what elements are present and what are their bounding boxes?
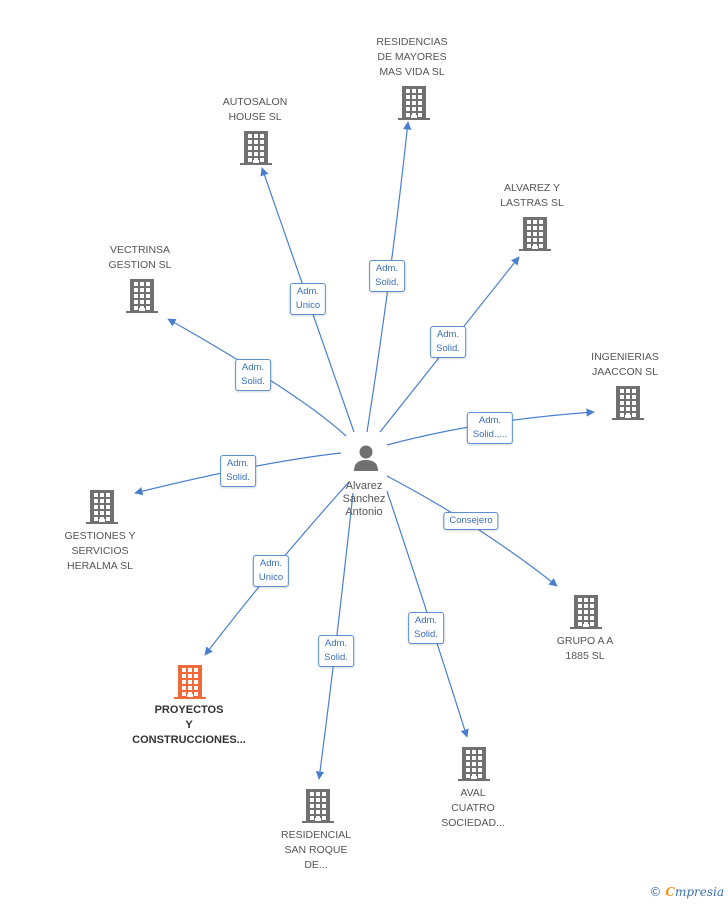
role-line: Solid.,... <box>472 429 508 440</box>
role-line: Adm. <box>241 362 265 373</box>
brand-name: mpresia <box>674 885 724 899</box>
company-label-proyectos[interactable]: PROYECTOS Y CONSTRUCCIONES... <box>132 703 246 748</box>
company-label-line: HERALMA SL <box>67 560 133 572</box>
role-label-alvarez: Adm. Solid. <box>430 326 466 358</box>
company-label-line: AVAL <box>460 787 486 799</box>
company-label-line: INGENIERIAS <box>591 351 659 363</box>
building-icon[interactable] <box>240 131 272 170</box>
building-icon[interactable] <box>398 86 430 125</box>
role-line: Solid. <box>375 277 399 288</box>
person-icon[interactable] <box>352 444 380 477</box>
person-label-line: Antonio <box>345 506 383 518</box>
edge-vectrinsa <box>167 318 347 437</box>
company-label-line: Y <box>185 719 193 731</box>
role-label-autosalon: Adm. Unico <box>289 283 327 315</box>
company-label-grupo[interactable]: GRUPO A A 1885 SL <box>557 634 614 664</box>
company-label-line: DE MAYORES <box>377 51 447 63</box>
brand-initial: C <box>665 885 675 899</box>
role-label-ingenierias: Adm. Solid.,... <box>466 412 514 444</box>
company-label-line: JAACCON SL <box>592 366 658 378</box>
role-line: Solid. <box>414 629 438 640</box>
role-label-residencias: Adm. Solid. <box>369 260 405 292</box>
role-label-vectrinsa: Adm. Solid. <box>235 359 271 391</box>
building-icon[interactable] <box>86 490 118 529</box>
building-icon[interactable] <box>519 217 551 256</box>
company-label-line: LASTRAS SL <box>500 197 564 209</box>
building-icon[interactable] <box>302 789 334 828</box>
footer-brand: ©Cmpresia <box>649 885 724 899</box>
company-label-vectrinsa[interactable]: VECTRINSA GESTION SL <box>108 243 171 273</box>
role-label-heralma: Adm. Solid. <box>220 455 256 487</box>
role-line: Adm. <box>259 558 283 569</box>
company-label-heralma[interactable]: GESTIONES Y SERVICIOS HERALMA SL <box>65 529 136 574</box>
company-label-line: DE... <box>304 859 328 871</box>
copyright-icon: © <box>649 885 662 899</box>
company-label-line: MAS VIDA SL <box>379 66 445 78</box>
role-line: Adm. <box>478 415 502 426</box>
edge-autosalon <box>260 167 355 433</box>
company-label-line: 1885 SL <box>565 650 605 662</box>
role-label-aval: Adm. Solid. <box>408 612 444 644</box>
company-label-line: RESIDENCIAS <box>376 36 448 48</box>
company-label-residencias[interactable]: RESIDENCIAS DE MAYORES MAS VIDA SL <box>376 35 447 80</box>
company-label-line: GRUPO A A <box>556 635 614 647</box>
role-line: Adm. <box>324 638 348 649</box>
company-label-line: GESTIONES Y <box>64 530 136 542</box>
company-label-aval[interactable]: AVAL CUATRO SOCIEDAD... <box>441 786 505 831</box>
person-label-line: Sanchez <box>342 493 386 505</box>
role-line: Solid. <box>241 376 265 387</box>
role-line: Unico <box>295 300 321 311</box>
role-line: Unico <box>258 572 284 583</box>
company-label-ingenierias[interactable]: INGENIERIAS JAACCON SL <box>591 350 659 380</box>
role-line: Solid. <box>226 472 250 483</box>
company-label-line: SOCIEDAD... <box>441 817 505 829</box>
company-label-line: GESTION SL <box>108 259 172 271</box>
company-label-line: HOUSE SL <box>228 111 282 123</box>
building-icon[interactable] <box>174 665 206 704</box>
building-icon[interactable] <box>126 279 158 318</box>
person-label-line: Alvarez <box>345 480 383 492</box>
company-label-autosalon[interactable]: AUTOSALON HOUSE SL <box>223 95 288 125</box>
company-label-line: SAN ROQUE <box>284 844 348 856</box>
building-icon[interactable] <box>612 386 644 425</box>
company-label-line: CUATRO <box>451 802 495 814</box>
company-label-line: VECTRINSA <box>109 244 171 256</box>
role-label-grupo: Consejero <box>443 512 499 530</box>
role-line: Solid. <box>324 652 348 663</box>
company-label-line: CONSTRUCCIONES... <box>132 734 246 746</box>
company-label-residencial[interactable]: RESIDENCIAL SAN ROQUE DE... <box>281 828 351 873</box>
role-label-residencial: Adm. Solid. <box>318 635 354 667</box>
company-label-line: ALVAREZ Y <box>503 182 561 194</box>
role-line: Adm. <box>375 263 399 274</box>
company-label-line: RESIDENCIAL <box>280 829 352 841</box>
role-line: Adm. <box>296 286 320 297</box>
role-line: Adm. <box>414 615 438 626</box>
role-line: Adm. <box>436 329 460 340</box>
company-label-line: AUTOSALON <box>222 96 288 108</box>
role-line: Adm. <box>226 458 250 469</box>
building-icon[interactable] <box>570 595 602 634</box>
company-label-line: PROYECTOS <box>154 704 224 716</box>
building-icon[interactable] <box>458 747 490 786</box>
role-label-proyectos: Adm. Unico <box>252 555 290 587</box>
company-label-alvarez[interactable]: ALVAREZ Y LASTRAS SL <box>500 181 564 211</box>
role-line: Solid. <box>436 343 460 354</box>
company-label-line: SERVICIOS <box>71 545 129 557</box>
role-line: Consejero <box>449 515 493 526</box>
